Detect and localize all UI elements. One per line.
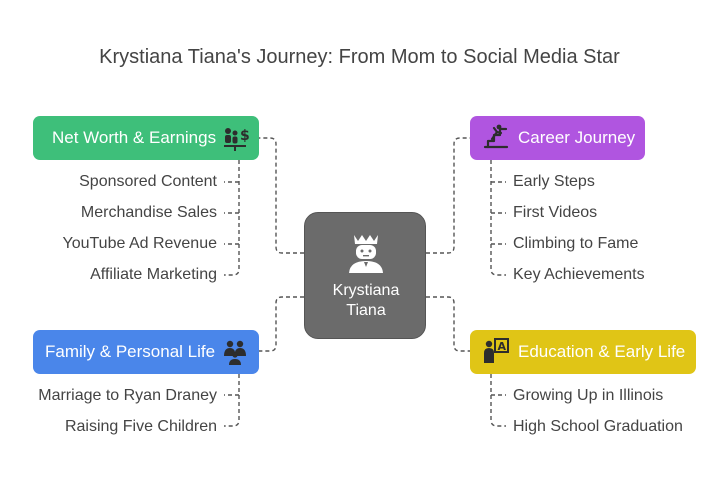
leaf-youtube-ad-revenue: YouTube Ad Revenue — [62, 235, 218, 252]
central-label-line1: Krystiana — [332, 282, 400, 299]
woman-crown-icon — [344, 231, 388, 280]
central-node: Krystiana Tiana — [304, 212, 426, 339]
svg-text:$: $ — [240, 128, 249, 144]
leaf-merchandise-sales: Merchandise Sales — [80, 204, 217, 221]
connector-family — [259, 296, 304, 352]
topic-net-worth-label: Net Worth & Earnings — [52, 128, 217, 147]
leaf-sponsored-content: Sponsored Content — [79, 173, 217, 190]
leaf-growing-up-illinois: Growing Up in Illinois — [513, 387, 664, 404]
topic-career-label: Career Journey — [518, 128, 636, 147]
leaf-key-achievements: Key Achievements — [513, 266, 645, 283]
leaf-affiliate-marketing: Affiliate Marketing — [90, 266, 217, 283]
leaf-first-videos: First Videos — [513, 204, 598, 221]
topic-family: Family & Personal Life — [33, 330, 259, 374]
connector-career — [426, 137, 470, 254]
topic-family-label: Family & Personal Life — [45, 342, 216, 361]
leaf-climbing-to-fame: Climbing to Fame — [513, 235, 639, 252]
family-icon — [221, 338, 249, 371]
central-label-line2: Tiana — [346, 302, 386, 319]
diagram-title: Krystiana Tiana's Journey: From Mom to S… — [99, 46, 620, 68]
svg-text:A: A — [498, 340, 507, 353]
topic-net-worth: Net Worth & Earnings $ — [33, 116, 259, 160]
topic-education: A Education & Early Life — [470, 330, 696, 374]
money-people-icon: $ — [221, 124, 250, 157]
connector-net-worth — [259, 137, 304, 254]
climbing-stairs-icon — [482, 122, 510, 155]
topic-career: Career Journey — [470, 116, 645, 160]
leaf-raising-children: Raising Five Children — [64, 418, 217, 435]
topic-education-label: Education & Early Life — [518, 342, 686, 361]
leaf-high-school-graduation: High School Graduation — [513, 418, 683, 435]
central-node-label: Krystiana Tiana — [305, 281, 427, 321]
connector-education — [426, 296, 470, 352]
leaf-marriage: Marriage to Ryan Draney — [38, 387, 217, 404]
leaf-early-steps: Early Steps — [513, 173, 595, 190]
student-board-icon: A — [482, 336, 510, 369]
